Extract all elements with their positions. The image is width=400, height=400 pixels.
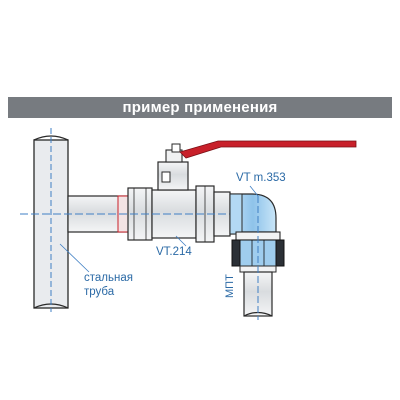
pipe-leader <box>59 243 90 273</box>
pipe-label-line1: стальная <box>84 272 133 284</box>
steel-pipe-vertical <box>33 128 69 312</box>
valve-handle <box>179 140 357 159</box>
valve-leader <box>175 235 187 247</box>
valve-label: VT.214 <box>156 246 192 258</box>
elbow-label: VT m.353 <box>236 172 286 184</box>
outlet-pipe <box>243 196 273 320</box>
elbow-leader <box>249 185 259 197</box>
pipe-elbow <box>229 193 277 235</box>
fitting-label: МПТ <box>224 274 236 298</box>
ball-valve <box>127 143 231 243</box>
pipe-label-line2: труба <box>84 286 115 298</box>
title-banner: пример применения <box>8 97 392 118</box>
banner-title: пример применения <box>122 99 278 116</box>
